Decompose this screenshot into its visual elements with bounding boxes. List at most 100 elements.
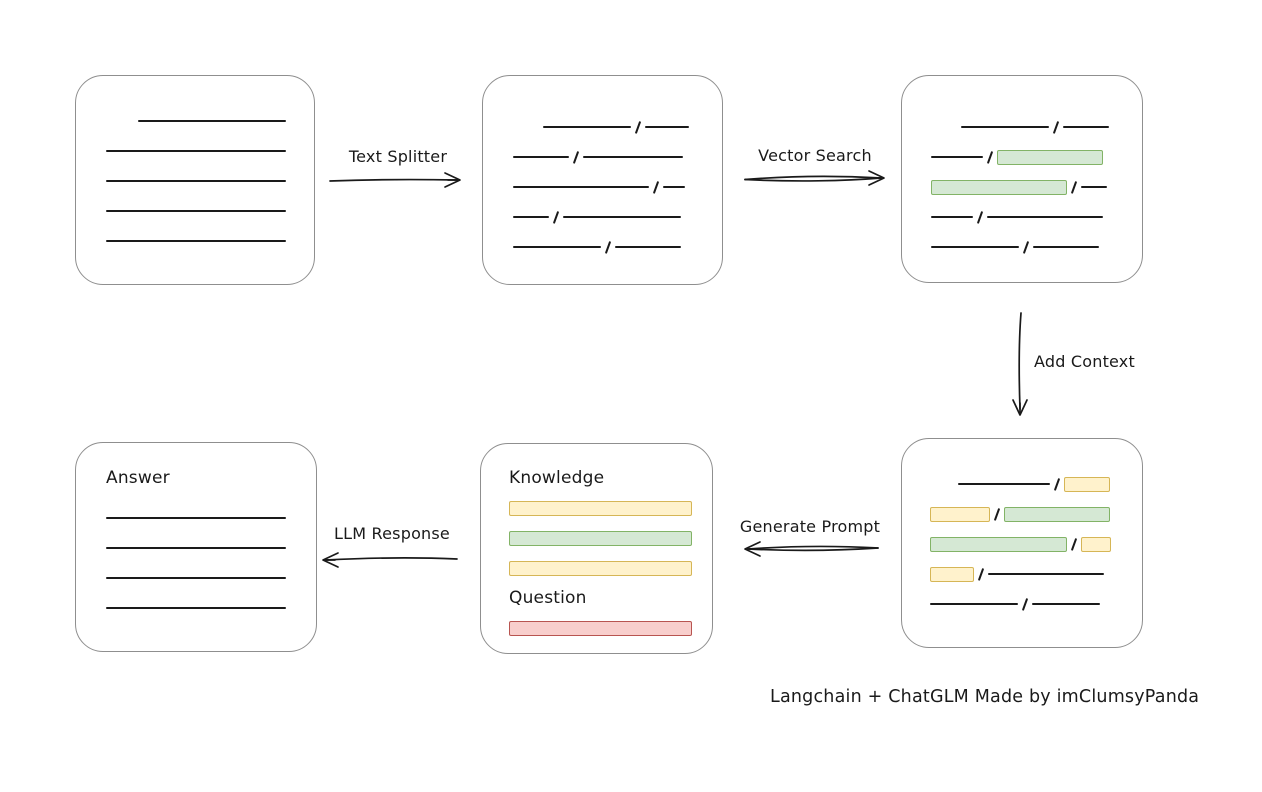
generate-prompt-arrow (744, 541, 879, 557)
chunk-row (106, 533, 316, 563)
slash-separator (572, 150, 580, 164)
chunk-row (106, 563, 316, 593)
chunk-row (509, 553, 712, 583)
chunk-row (513, 202, 722, 232)
text-line (958, 483, 1050, 485)
chunk-row (931, 232, 1142, 262)
green-chunk-highlight (997, 149, 1104, 165)
text-line (106, 547, 286, 549)
chunk-row (930, 529, 1142, 559)
chunk-row (930, 559, 1142, 589)
slash-separator (652, 180, 660, 194)
diagram-caption: Langchain + ChatGLM Made by imClumsyPand… (770, 687, 1200, 707)
knowledge-bar-yellow (509, 560, 692, 576)
slash-separator (1022, 240, 1030, 254)
text-line (106, 517, 286, 519)
slash-separator (634, 120, 642, 134)
slash-separator (604, 240, 612, 254)
knowledge-bar-green (509, 530, 692, 546)
llm-response-arrow (322, 552, 458, 568)
retrieved-chunk-lines (902, 76, 1142, 262)
yellow-chunk-highlight (930, 566, 974, 582)
text-line (513, 186, 649, 188)
slash-separator (993, 507, 1001, 521)
chunk-row (509, 493, 712, 523)
add-context-label: Add Context (1034, 352, 1135, 371)
slash-separator (552, 210, 560, 224)
text-line (563, 216, 682, 218)
text-line (1033, 246, 1100, 248)
green-chunk-highlight (931, 179, 1067, 195)
slash-separator (1070, 180, 1078, 194)
slash-separator (1052, 120, 1060, 134)
chunk-row (106, 196, 314, 226)
document-lines (76, 76, 314, 256)
question-heading: Question (509, 588, 587, 608)
text-splitter-arrow (329, 172, 461, 188)
chunk-row (509, 523, 712, 553)
chunk-lines (483, 76, 722, 262)
answer-box-content: Answer (76, 443, 316, 623)
slash-separator (1070, 537, 1078, 551)
text-line (106, 240, 286, 242)
context-chunks-box (901, 438, 1143, 648)
text-splitter-label: Text Splitter (348, 147, 448, 166)
chunk-row (509, 613, 712, 643)
text-line (1063, 126, 1110, 128)
chunk-row (513, 142, 722, 172)
chunk-row (931, 202, 1142, 232)
text-line (583, 156, 684, 158)
source-document-box (75, 75, 315, 285)
indent-spacer (106, 121, 138, 122)
text-line (106, 180, 286, 182)
context-chunk-lines (902, 439, 1142, 619)
vector-search-arrow (744, 170, 885, 186)
chunk-row (106, 136, 314, 166)
text-line (931, 246, 1019, 248)
chunk-row (106, 593, 316, 623)
text-line (931, 156, 983, 158)
prompt-box: Knowledge Question (480, 443, 713, 654)
text-line (1081, 186, 1108, 188)
chunk-row (106, 503, 316, 533)
chunk-row (106, 106, 314, 136)
text-line (615, 246, 682, 248)
chunk-row (931, 112, 1142, 142)
text-line (513, 156, 569, 158)
prompt-box-content: Knowledge Question (481, 444, 712, 643)
yellow-chunk-highlight (1081, 536, 1112, 552)
text-line (961, 126, 1049, 128)
text-line (106, 577, 286, 579)
green-chunk-highlight (1004, 506, 1111, 522)
text-line (645, 126, 690, 128)
question-bar-red (509, 620, 692, 636)
chunk-row (930, 589, 1142, 619)
chunk-row (106, 226, 314, 256)
knowledge-bars (509, 493, 712, 583)
add-context-arrow (1012, 312, 1028, 416)
slash-separator (976, 210, 984, 224)
text-line (138, 120, 286, 122)
chunk-row (106, 166, 314, 196)
text-line (106, 607, 286, 609)
text-line (987, 216, 1104, 218)
answer-heading: Answer (106, 468, 170, 488)
chunk-row (513, 232, 722, 262)
green-chunk-highlight (930, 536, 1067, 552)
yellow-chunk-highlight (1064, 476, 1111, 492)
text-line (106, 210, 286, 212)
generate-prompt-label: Generate Prompt (739, 517, 881, 536)
text-line (988, 573, 1105, 575)
chunk-row (930, 499, 1142, 529)
vector-search-results-box (901, 75, 1143, 283)
knowledge-heading: Knowledge (509, 468, 605, 488)
slash-separator (977, 567, 985, 581)
text-line (663, 186, 686, 188)
chunk-row (931, 142, 1142, 172)
split-chunks-box (482, 75, 723, 285)
text-line (1032, 603, 1101, 605)
text-line (930, 603, 1018, 605)
chunk-row (513, 172, 722, 202)
knowledge-bar-yellow (509, 500, 692, 516)
